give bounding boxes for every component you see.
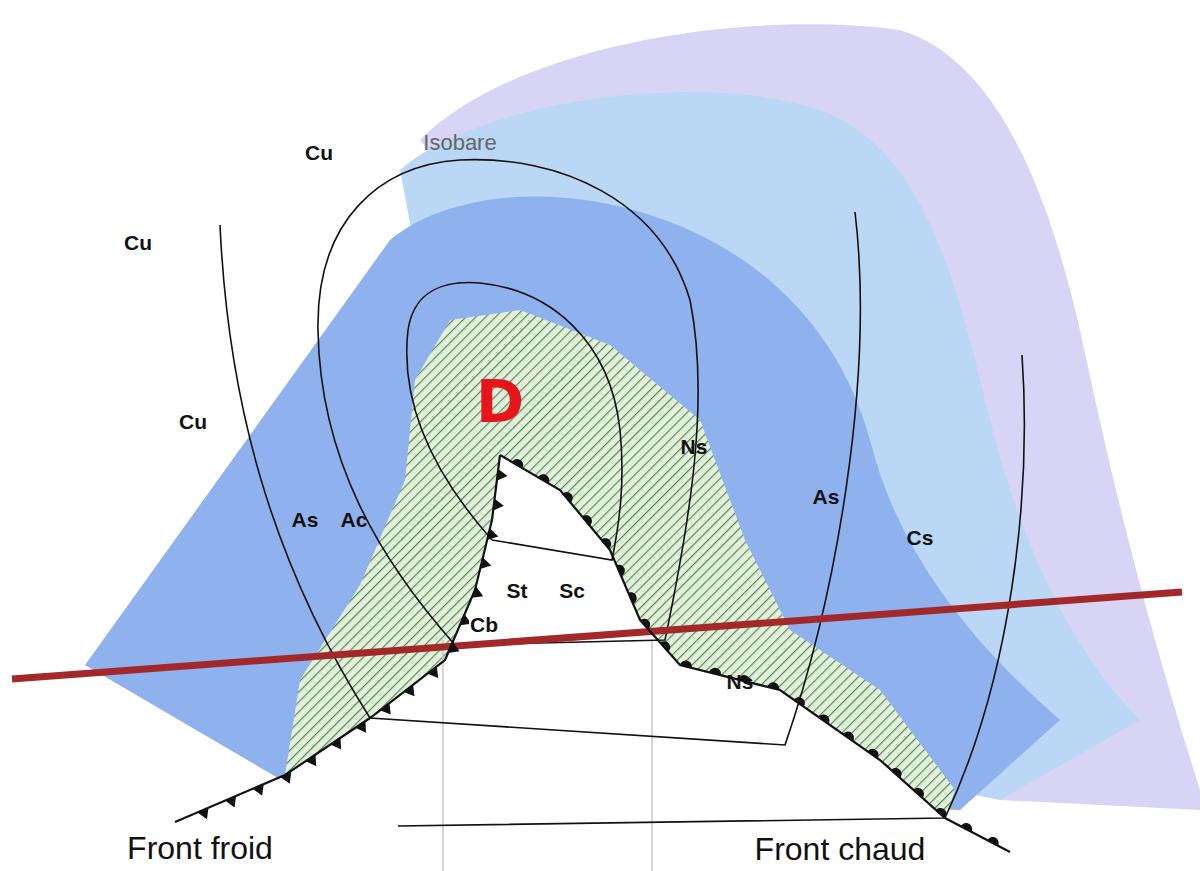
warm-front-semicircle (794, 697, 805, 706)
cloud-label: Cu (179, 410, 207, 434)
cloud-label: Cu (305, 141, 333, 165)
warm-front-semicircle (680, 660, 692, 667)
isobars (220, 160, 1024, 826)
warm-front-semicircle (843, 732, 854, 741)
isobar-label: Isobare (423, 130, 496, 156)
cloud-label: Cb (469, 613, 499, 637)
cloud-label: Ns (727, 670, 754, 694)
depression-mark: D (476, 368, 524, 436)
cold-front-triangle (306, 754, 317, 766)
warm-front-semicircle (628, 592, 636, 603)
warm-front-semicircle (616, 565, 624, 576)
cold-front-line (175, 455, 500, 822)
cold-front-triangle (480, 557, 491, 569)
warm-front-semicircle (601, 538, 611, 549)
cloud-label: St (507, 579, 528, 603)
cloud-label: As (813, 485, 840, 509)
warm-front-semicircle (891, 768, 901, 778)
warm-front-semicircle (512, 459, 523, 468)
cloud-label: Cu (124, 231, 152, 255)
cross-section-line (12, 592, 1182, 679)
warm-front-semicircle (961, 823, 972, 832)
cold-front-triangle (225, 796, 236, 808)
cold-front-triangle (404, 685, 415, 697)
cloud-label: Ns (681, 435, 708, 459)
cold-front-triangle (448, 642, 460, 653)
warm-front-symbols (512, 459, 999, 846)
cold-front-triangle (497, 469, 508, 481)
warm-front-semicircle (936, 808, 946, 818)
front-label: Front froid (127, 830, 273, 867)
cloud-label: Ac (341, 508, 368, 532)
warm-front-semicircle (640, 619, 650, 629)
cold-front-triangle (472, 587, 484, 598)
section-line (442, 640, 444, 871)
cold-front-triangle (253, 784, 264, 796)
warm-front-semicircle (709, 668, 721, 675)
cold-front-triangle (487, 528, 498, 540)
cold-front-symbols (197, 469, 507, 819)
cloud-label: Cs (907, 526, 934, 550)
cloud-label: Sc (559, 579, 585, 603)
warm-front-semicircle (563, 492, 573, 503)
warm-front-semicircle (538, 474, 549, 483)
cold-front-triangle (427, 666, 438, 678)
cold-front-triangle (331, 738, 342, 750)
warm-front-semicircle (914, 788, 924, 798)
cold-front-triangle (280, 772, 291, 784)
warm-front-semicircle (868, 749, 879, 758)
warm-front-semicircle (767, 682, 779, 689)
cold-front-triangle (197, 808, 208, 820)
front-label: Front chaud (755, 830, 926, 867)
warm-front-semicircle (987, 837, 998, 846)
warm-front-semicircle (582, 515, 592, 526)
cloud-label: As (292, 508, 319, 532)
warm-front-line (500, 455, 1010, 852)
cold-front-triangle (493, 499, 504, 511)
warm-front-semicircle (818, 714, 829, 723)
warm-front-semicircle (660, 641, 670, 651)
section-line (651, 640, 653, 871)
cold-front-triangle (380, 703, 391, 715)
cold-front-triangle (355, 721, 366, 733)
